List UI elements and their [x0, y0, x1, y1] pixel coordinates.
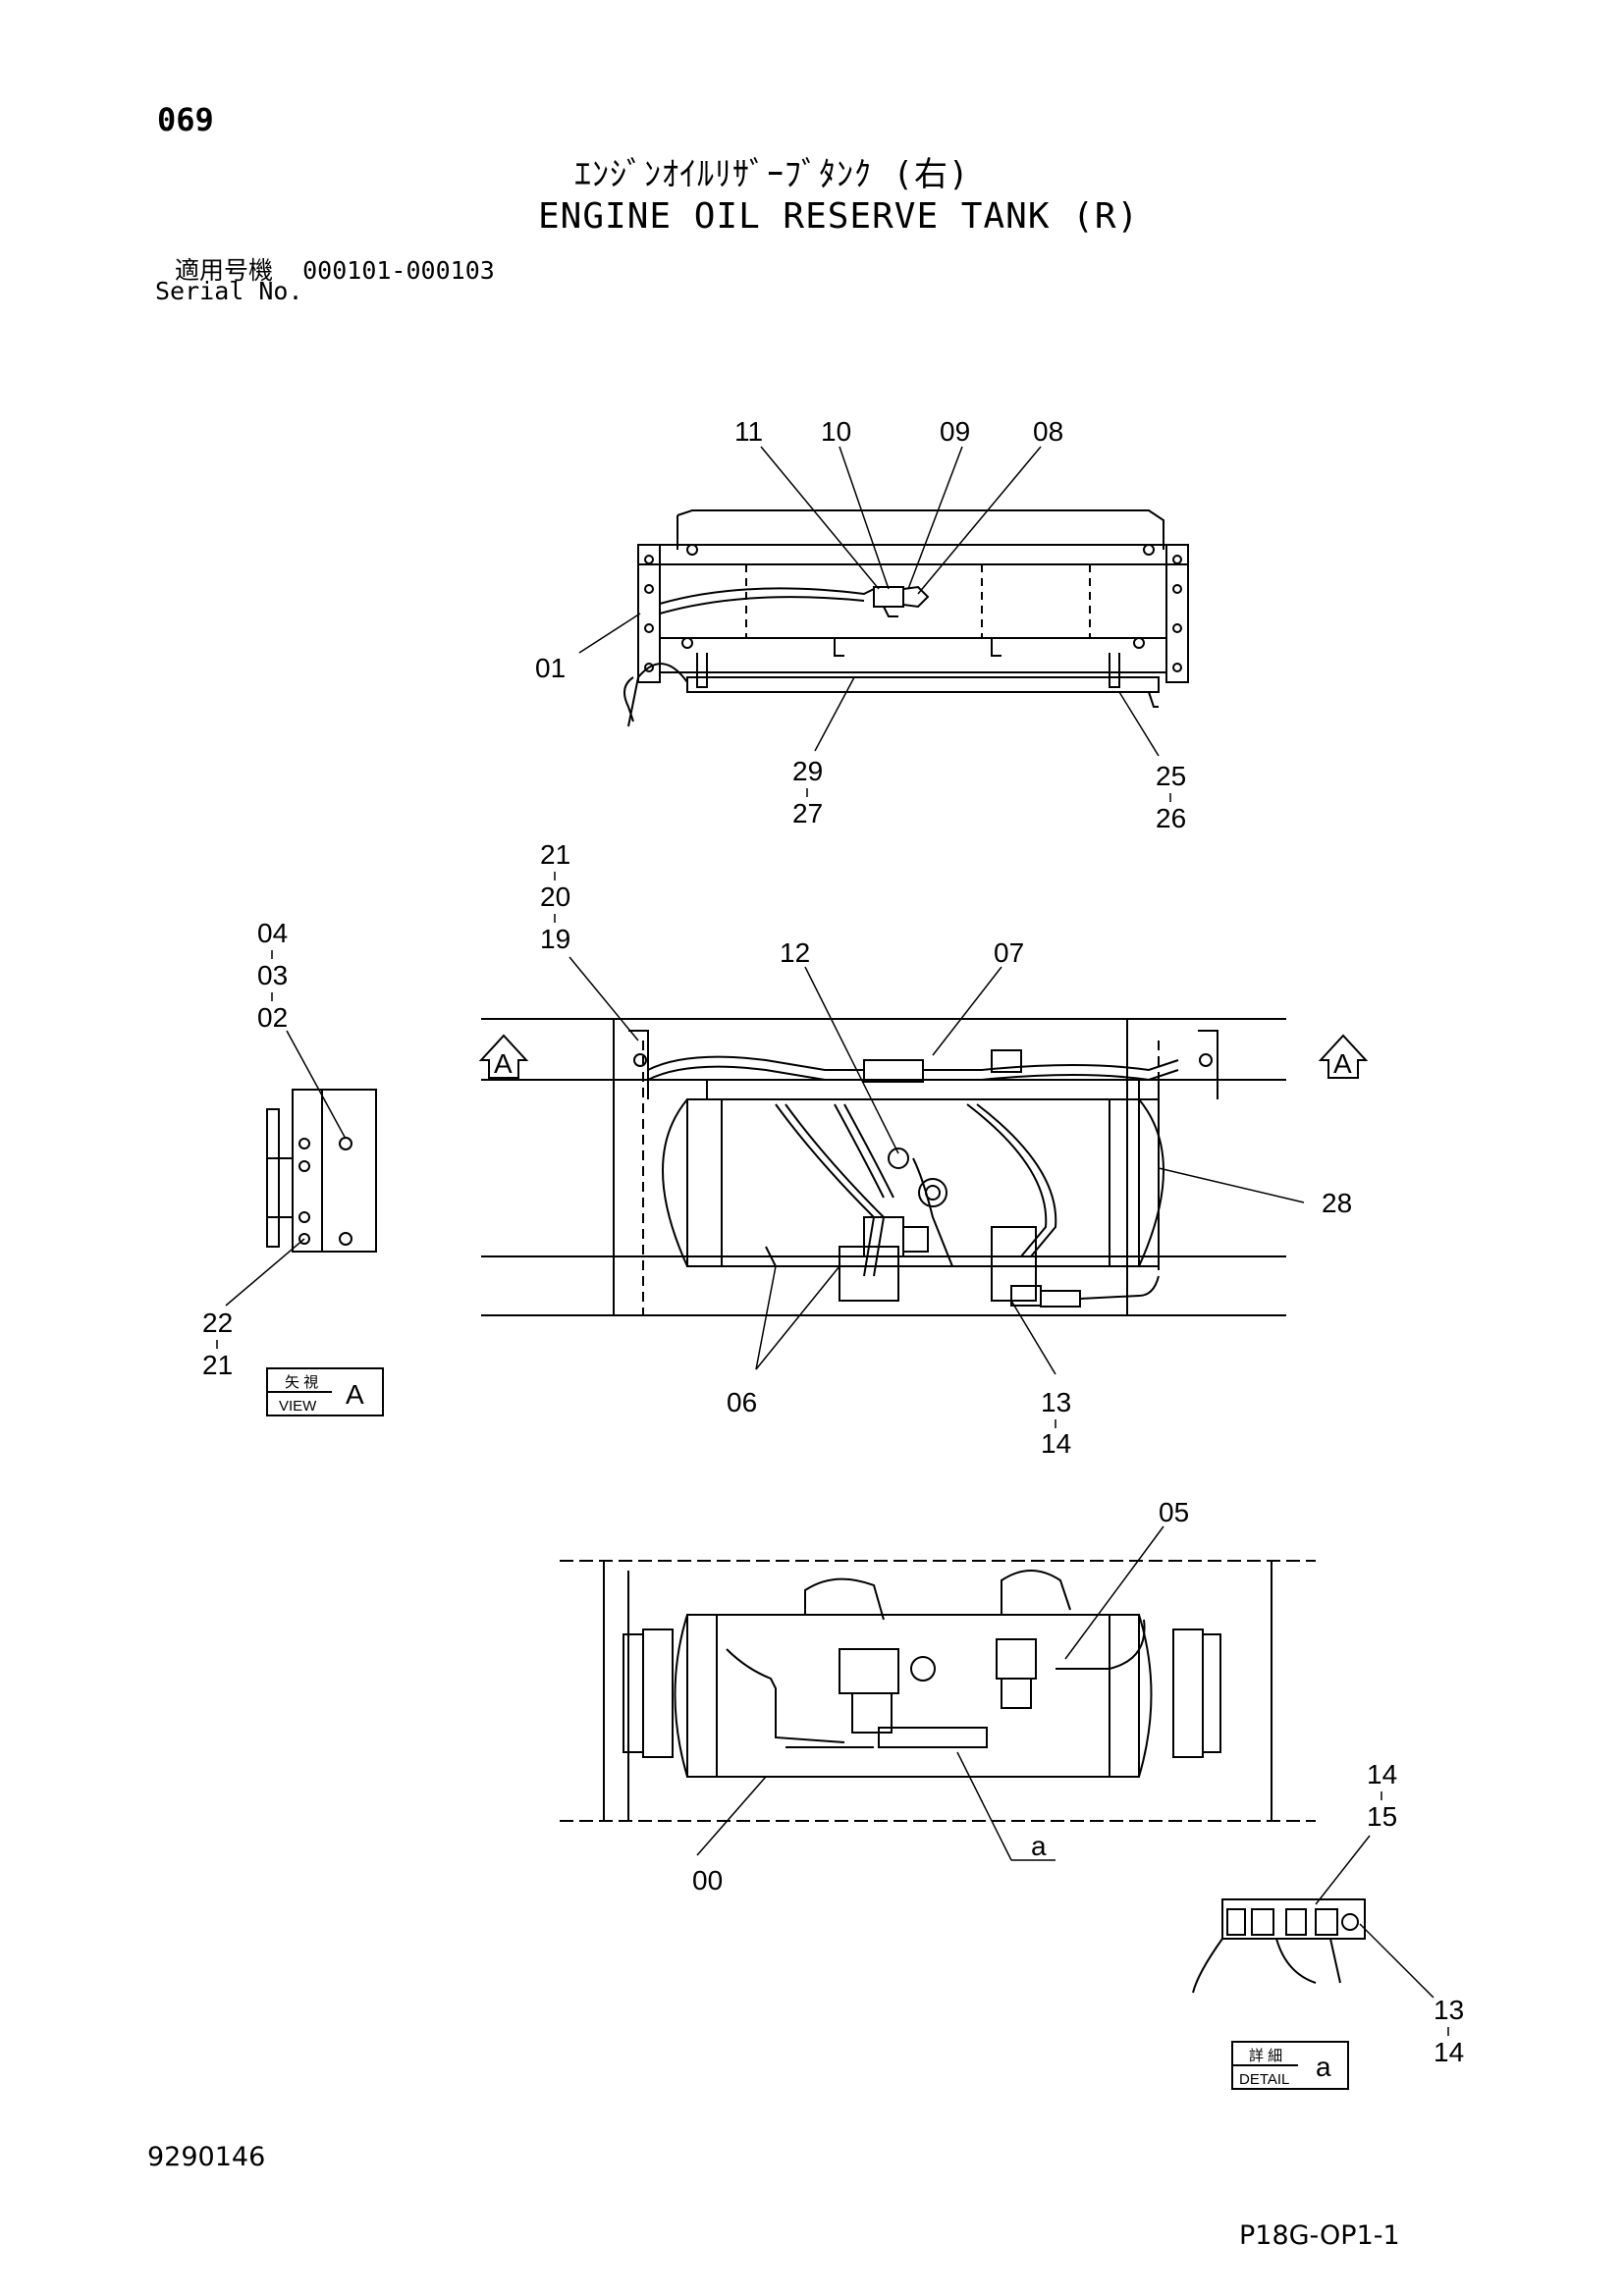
detail-a-leaders	[1315, 1835, 1435, 1999]
page-reference: P18G-OP1-1	[1239, 2220, 1400, 2251]
view-a-jp: 矢 視	[285, 1374, 318, 1391]
callout-13-detail: 13	[1434, 1995, 1464, 2025]
callout-range-dashes	[216, 788, 1449, 2036]
callout-08: 08	[1033, 416, 1063, 447]
callout-02: 02	[257, 1002, 288, 1033]
serial-label-jp: 適用号機	[175, 256, 274, 285]
middle-view	[481, 1018, 1286, 1316]
page-number: 069	[157, 101, 214, 138]
top-view	[623, 509, 1189, 727]
serial-line: 適用号機 000101-000103	[175, 251, 495, 287]
callout-14-mid: 14	[1041, 1428, 1071, 1459]
callout-14-detail-top: 14	[1367, 1759, 1397, 1789]
callout-25: 25	[1156, 761, 1186, 791]
callout-29: 29	[792, 756, 823, 786]
callout-22: 22	[202, 1308, 233, 1338]
callout-21-view: 21	[202, 1350, 233, 1380]
callout-04: 04	[257, 918, 288, 948]
callout-11: 11	[734, 416, 763, 447]
top-view-leaders	[578, 446, 1160, 757]
title-japanese: ｴﾝｼﾞﾝｵｲﾙﾘｻﾞｰﾌﾞﾀﾝｸ (右)	[574, 155, 970, 194]
callout-26: 26	[1156, 803, 1186, 833]
callout-21-mid: 21	[540, 839, 570, 870]
view-a-en: VIEW	[279, 1398, 317, 1415]
bottom-view-leaders	[696, 1525, 1164, 1861]
callout-15: 15	[1367, 1801, 1397, 1832]
callout-20: 20	[540, 881, 570, 912]
callout-28: 28	[1322, 1188, 1352, 1218]
bottom-view	[560, 1560, 1316, 1822]
callout-06: 06	[727, 1387, 757, 1417]
callout-13-mid: 13	[1041, 1387, 1071, 1417]
detail-a-jp: 詳 細	[1249, 2048, 1282, 2064]
callout-09: 09	[940, 416, 970, 447]
callout-01: 01	[535, 653, 566, 683]
callout-05: 05	[1159, 1497, 1189, 1527]
callout-a: a	[1031, 1831, 1047, 1861]
callout-00: 00	[692, 1865, 723, 1896]
serial-label-en: Serial No.	[155, 277, 303, 305]
callout-14-detail: 14	[1434, 2037, 1464, 2067]
callout-27: 27	[792, 798, 823, 828]
detail-a-en: DETAIL	[1239, 2071, 1289, 2088]
view-a-letter: A	[346, 1379, 364, 1410]
middle-view-leaders	[568, 956, 1305, 1375]
callout-10: 10	[821, 416, 851, 447]
callout-19: 19	[540, 924, 570, 954]
view-arrow-right-letter: A	[1333, 1048, 1352, 1079]
title-english: ENGINE OIL RESERVE TANK (R)	[538, 196, 1140, 237]
view-arrow-left-letter: A	[494, 1048, 513, 1079]
view-a-bracket	[266, 1089, 377, 1253]
serial-range: 000101-000103	[302, 256, 495, 285]
document-number: 9290146	[147, 2142, 266, 2172]
view-a-leaders	[225, 1030, 347, 1307]
detail-a-letter: a	[1316, 2052, 1331, 2082]
view-arrows	[478, 1034, 1369, 1079]
callout-07: 07	[994, 937, 1024, 968]
callout-03: 03	[257, 960, 288, 990]
detail-a	[1192, 1898, 1366, 1994]
callout-12: 12	[780, 937, 810, 968]
